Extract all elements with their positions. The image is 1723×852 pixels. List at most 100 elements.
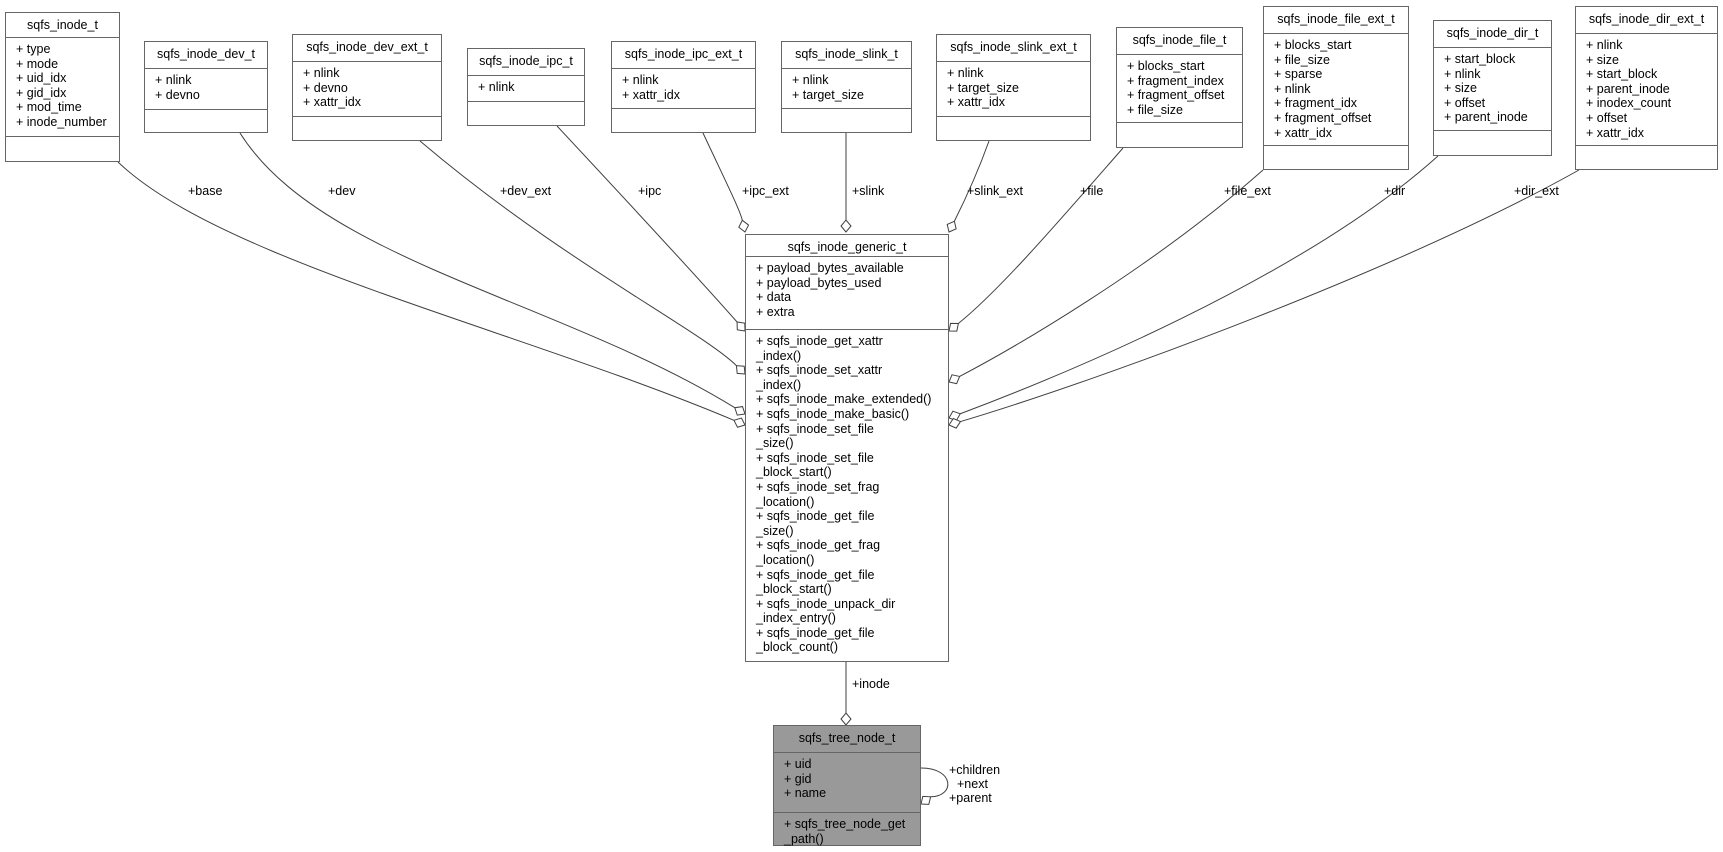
class-name: sqfs_inode_dev_ext_t	[293, 35, 441, 62]
edge-label-base: +base	[188, 184, 223, 198]
attribute: + fragment_index	[1127, 73, 1224, 88]
base-aggregation-diamond	[733, 417, 746, 428]
attribute: + extra	[756, 304, 795, 319]
operation: + sqfs_inode_get_file	[756, 509, 875, 524]
dev-edge	[239, 132, 736, 409]
edge-label-dir-ext: +dir_ext	[1514, 184, 1559, 198]
operation-list	[1117, 123, 1242, 131]
base-edge	[117, 161, 735, 421]
operation-list	[293, 117, 441, 125]
attribute: + nlink	[303, 66, 340, 80]
attribute: + nlink	[1444, 66, 1481, 81]
attribute: + size	[1586, 52, 1620, 67]
attribute-list: + nlink	[468, 76, 584, 102]
class-box-inode-t: sqfs_inode_t+ type+ mode+ uid_idx+ gid_i…	[5, 12, 120, 162]
slink-aggregation-diamond	[840, 219, 852, 233]
class-box-file-ext-t: sqfs_inode_file_ext_t+ blocks_start+ fil…	[1263, 6, 1409, 170]
operation: _block_start()	[756, 582, 832, 597]
class-name: sqfs_tree_node_t	[774, 726, 920, 753]
class-box-file-t: sqfs_inode_file_t + blocks_start+ fragmen…	[1116, 27, 1243, 148]
attribute: + uid	[784, 757, 812, 771]
attribute: + xattr_idx	[622, 87, 681, 102]
operation-list	[468, 102, 584, 110]
attribute: + nlink	[622, 73, 659, 87]
ipc-edge	[556, 125, 738, 323]
dir-edge	[960, 155, 1439, 415]
operation: _location()	[756, 494, 815, 509]
class-name: sqfs_inode_file_t	[1117, 28, 1242, 55]
attribute: + offset	[1444, 95, 1486, 110]
ipc_ext-aggregation-diamond	[738, 219, 750, 233]
operation: + sqfs_inode_get_frag	[756, 538, 881, 553]
dir_ext-edge	[960, 169, 1580, 423]
operation: _index_entry()	[756, 611, 836, 626]
operation: + sqfs_inode_get_file	[756, 567, 875, 582]
dev_ext-aggregation-diamond	[735, 365, 746, 375]
attribute: + nlink	[1586, 38, 1623, 52]
operation: + sqfs_inode_set_file	[756, 450, 874, 465]
slink_ext-edge	[953, 140, 990, 222]
attribute: + start_block	[1586, 67, 1658, 82]
attribute: + nlink	[947, 66, 984, 80]
class-box-slink-t: sqfs_inode_slink_t+ nlink+ target_size	[781, 41, 912, 133]
attribute: + file_size	[1274, 52, 1330, 67]
dir_ext-aggregation-diamond	[948, 417, 962, 429]
edge-label-slink: +slink	[852, 184, 885, 198]
self-edge	[920, 767, 949, 798]
ipc-aggregation-diamond	[736, 321, 746, 332]
attribute: + fragment_idx	[1274, 96, 1358, 111]
edge-label-file: +file	[1080, 184, 1104, 198]
operation: + sqfs_inode_make_extended()	[756, 392, 932, 407]
operation: _block_count()	[756, 640, 838, 655]
attribute: + gid_idx	[16, 85, 67, 100]
operation-list	[6, 137, 119, 145]
attribute-list: + type+ mode+ uid_idx+ gid_idx+ mod_time…	[6, 38, 119, 137]
operation: _location()	[756, 552, 815, 567]
class-name: sqfs_inode_slink_ext_t	[937, 35, 1090, 62]
operation-list	[612, 109, 755, 117]
attribute-list: + nlink+ target_size	[782, 69, 911, 109]
operation-list	[782, 109, 911, 117]
attribute: + start_block	[1444, 52, 1516, 66]
dev_ext-edge	[419, 140, 737, 366]
attribute-list: + blocks_start+ file_size+ sparse+ nlink…	[1264, 34, 1408, 146]
edge-label-dev-ext: +dev_ext	[500, 184, 552, 198]
class-name: sqfs_inode_ipc_ext_t	[612, 42, 755, 69]
class-name: sqfs_inode_ipc_t	[468, 49, 584, 76]
class-name: sqfs_inode_t	[6, 13, 119, 38]
operation: _index()	[756, 377, 802, 392]
operation: _block_start()	[756, 465, 832, 480]
class-box-dev-ext-t: sqfs_inode_dev_ext_t+ nlink+ devno+ xatt…	[292, 34, 442, 141]
attribute-list: + start_block+ nlink+ size+ offset+ pare…	[1434, 48, 1551, 131]
class-name: sqfs_inode_file_ext_t	[1264, 7, 1408, 34]
attribute-list: + nlink+ devno+ xattr_idx	[293, 62, 441, 117]
attribute: + target_size	[947, 80, 1019, 95]
attribute: + size	[1444, 81, 1478, 96]
attribute: + devno	[155, 87, 200, 102]
attribute: + blocks_start	[1127, 59, 1205, 73]
operation-list	[1434, 131, 1551, 139]
class-box-generic-t: sqfs_inode_generic_t+ payload_bytes_avai…	[745, 234, 949, 662]
ipc_ext-edge	[702, 132, 743, 221]
edge-label-self: +parent	[949, 791, 992, 805]
attribute: + mode	[16, 56, 59, 71]
class-name: sqfs_inode_generic_t	[746, 235, 948, 257]
class-name: sqfs_inode_dir_t	[1434, 21, 1551, 48]
edge-label-slink-ext: +slink_ext	[967, 184, 1023, 198]
class-box-dir-t: sqfs_inode_dir_t+ start_block+ nlink+ si…	[1433, 20, 1552, 156]
operation: + sqfs_inode_set_file	[756, 421, 874, 436]
operation: _index()	[756, 348, 802, 363]
attribute: + offset	[1586, 110, 1628, 125]
operation: _size()	[756, 523, 794, 538]
file-edge	[958, 147, 1124, 324]
attribute: + gid	[784, 771, 812, 786]
class-box-ipc-t: sqfs_inode_ipc_t+ nlink	[467, 48, 585, 126]
attribute: + parent_inode	[1586, 81, 1670, 96]
file_ext-aggregation-diamond	[948, 374, 961, 385]
operation: + sqfs_inode_unpack_dir	[756, 596, 896, 611]
attribute: + parent_inode	[1444, 110, 1528, 125]
operation-list	[145, 110, 267, 118]
operation: + sqfs_inode_get_xattr	[756, 334, 883, 348]
operation: _path()	[784, 831, 824, 846]
